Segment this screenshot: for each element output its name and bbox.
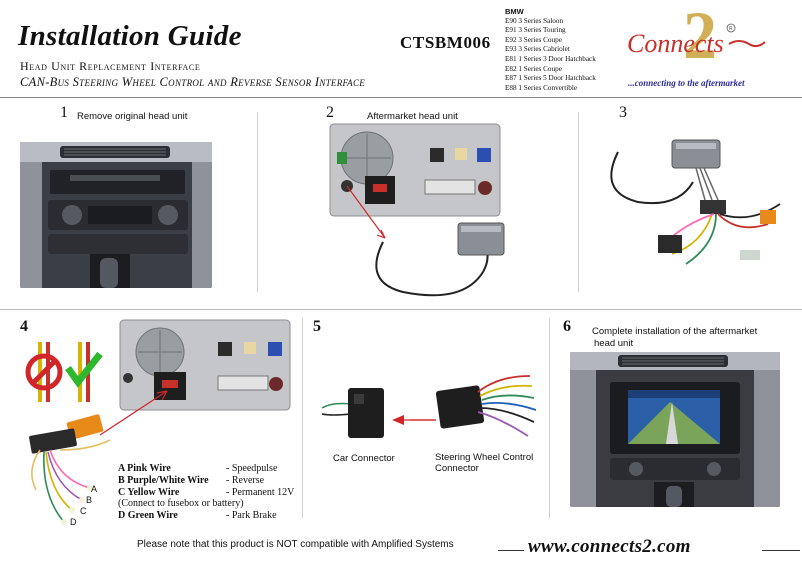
wire-name: A Pink Wire xyxy=(118,463,171,474)
wiring-row: B Purple/White Wire - Reverse xyxy=(118,475,294,487)
wire-letter-a: A xyxy=(91,484,98,494)
aftermarket-head-unit-image xyxy=(329,123,505,297)
step-caption-2: head unit xyxy=(594,338,634,349)
svg-text:Connects: Connects xyxy=(627,29,724,58)
step-number: 1 xyxy=(60,104,68,121)
step-number: 5 xyxy=(313,318,321,335)
guide-subtitle-2: CAN-Bus Steering Wheel Control and Rever… xyxy=(20,75,366,89)
wire-name: B Purple/White Wire xyxy=(118,474,209,486)
row-divider xyxy=(0,309,802,310)
fuse-note: (Connect to fusebox or battery) xyxy=(118,498,244,510)
guide-subtitle: Head Unit Replacement Interface xyxy=(20,59,201,73)
wire-name: C Yellow Wire xyxy=(118,486,180,498)
wiring-row: C Yellow Wire - Permanent 12V xyxy=(118,487,294,499)
column-divider xyxy=(578,112,579,292)
step-caption: Remove original head unit xyxy=(77,111,188,122)
vehicle-model-list: BMW E90 3 Series Saloon E91 3 Series Tou… xyxy=(505,7,596,93)
wire-function: - Park Brake xyxy=(226,510,277,522)
svg-text:R: R xyxy=(729,26,733,32)
step-number: 4 xyxy=(20,318,28,335)
model-item: E92 3 Series Coupe xyxy=(505,35,562,44)
column-divider xyxy=(549,318,550,518)
step-caption: Aftermarket head unit xyxy=(367,111,458,122)
step-number: 6 xyxy=(563,318,571,335)
product-code: CTSBM006 xyxy=(400,33,491,52)
column-divider xyxy=(302,318,303,518)
wire-function: - Reverse xyxy=(226,474,265,486)
swc-connector-label: Steering Wheel Control xyxy=(435,452,534,463)
model-item: E88 1 Series Convertible xyxy=(505,83,578,92)
wire-function: - Speedpulse xyxy=(226,463,278,474)
step-number: 3 xyxy=(619,104,627,121)
vehicle-make: BMW xyxy=(505,7,524,16)
header-divider xyxy=(0,97,802,98)
wiring-row: A Pink Wire - Speedpulse xyxy=(118,463,294,475)
wire-name: D Green Wire xyxy=(118,510,178,522)
wire-function: - Permanent 12V xyxy=(226,486,295,498)
connection-arrow xyxy=(99,390,168,436)
car-connector-label: Car Connector xyxy=(333,453,395,464)
column-divider xyxy=(257,112,258,292)
compatibility-note: Please note that this product is NOT com… xyxy=(137,539,454,550)
footer-rule xyxy=(498,550,524,551)
website-link[interactable]: www.connects2.com xyxy=(528,536,691,557)
ignition-permanent-diagram xyxy=(25,342,103,402)
wire-letter-b: B xyxy=(86,495,93,505)
model-item: E81 1 Series 3 Door Hatchback xyxy=(505,54,596,63)
step-number: 2 xyxy=(326,104,334,121)
svg-text:2: 2 xyxy=(683,6,717,73)
interface-module-image xyxy=(610,139,781,265)
swc-connector-label-2: Connector xyxy=(435,463,479,474)
wire-letter-d: D xyxy=(70,517,77,527)
connector-pair-image xyxy=(321,375,537,438)
brand-tagline: ...connecting to the aftermarket xyxy=(628,78,745,88)
completed-installation-photo xyxy=(570,352,780,507)
head-unit-rear-image xyxy=(119,319,291,411)
model-item: E90 3 Series Saloon xyxy=(505,16,564,25)
model-item: E87 1 Series 5 Door Hatchback xyxy=(505,74,596,83)
step-caption: Complete installation of the aftermarket xyxy=(592,326,758,337)
guide-title: Installation Guide xyxy=(18,20,242,52)
original-head-unit-photo xyxy=(20,142,212,288)
model-item: E82 1 Series Coupe xyxy=(505,64,562,73)
footer-rule xyxy=(762,550,800,551)
connects2-logo: 2 Connects R xyxy=(627,6,766,73)
wire-letter-c: C xyxy=(80,506,87,516)
wiring-legend: A Pink Wire - Speedpulse B Purple/White … xyxy=(118,463,294,522)
wiring-harness-image xyxy=(29,414,111,525)
model-item: E91 3 Series Touring xyxy=(505,26,566,35)
wiring-row: D Green Wire - Park Brake xyxy=(118,510,294,522)
model-item: E93 3 Series Cabriolet xyxy=(505,45,570,54)
